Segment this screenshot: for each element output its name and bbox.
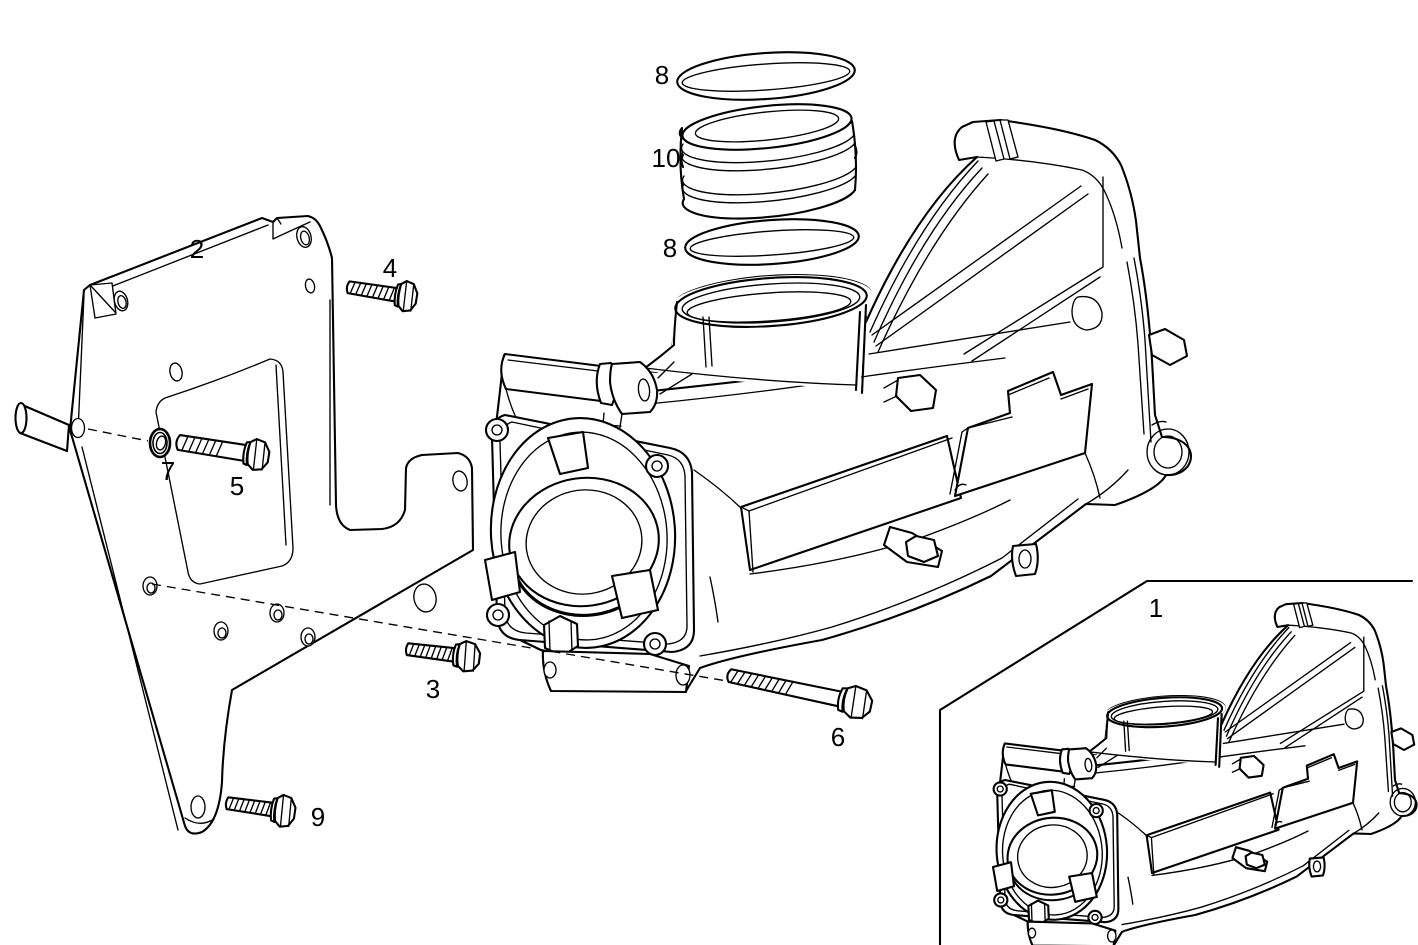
svg-text:4: 4 <box>383 253 397 283</box>
svg-text:8: 8 <box>663 233 677 263</box>
svg-text:8: 8 <box>655 60 669 90</box>
svg-text:9: 9 <box>311 802 325 832</box>
svg-text:6: 6 <box>831 722 845 752</box>
svg-text:10: 10 <box>652 143 681 173</box>
svg-text:2: 2 <box>190 234 204 264</box>
svg-text:1: 1 <box>1149 593 1163 623</box>
svg-text:7: 7 <box>161 456 175 486</box>
svg-text:3: 3 <box>426 674 440 704</box>
svg-text:5: 5 <box>230 471 244 501</box>
